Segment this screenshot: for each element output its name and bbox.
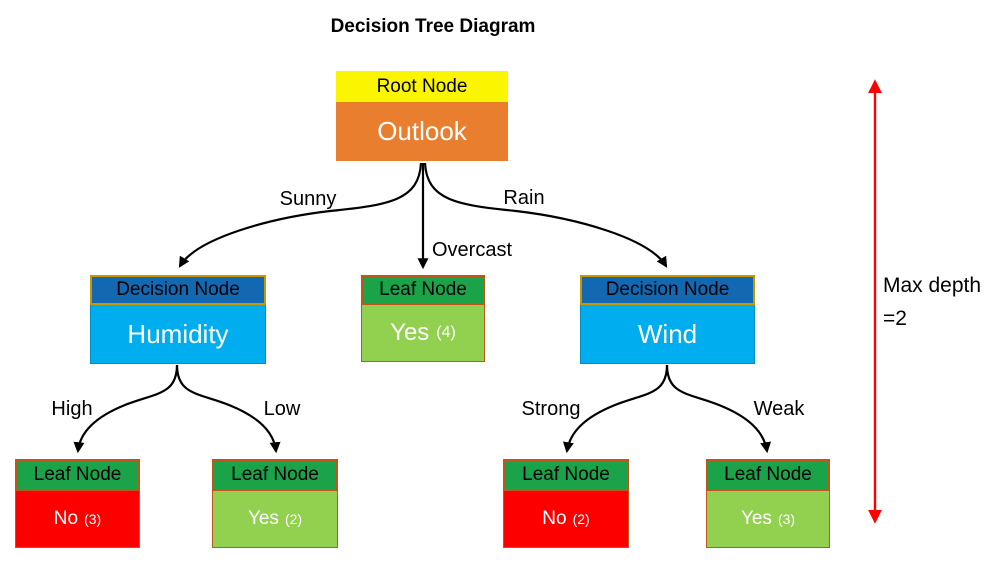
edge-label-overcast: Overcast [431, 239, 513, 261]
edge-label-rain: Rain [503, 187, 545, 209]
leaf-node-weak-header: Leaf Node [706, 459, 830, 491]
edge-label-strong: Strong [521, 398, 581, 420]
leaf-node-high: Leaf Node No (3) [15, 459, 140, 548]
leaf-value-count: (2) [284, 511, 303, 527]
edge-weak [665, 364, 772, 454]
leaf-value-count: (3) [84, 511, 102, 527]
leaf-value-count: (3) [777, 511, 796, 527]
leaf-node-strong-value: No (2) [503, 491, 629, 548]
edge-high [73, 364, 179, 454]
decision-node-humidity: Decision Node Humidity [90, 275, 266, 364]
leaf-node-low-header: Leaf Node [212, 459, 338, 491]
edge-rain [423, 162, 668, 268]
edge-strong [562, 364, 669, 454]
leaf-node-overcast: Leaf Node Yes (4) [361, 275, 485, 362]
decision-node-humidity-header: Decision Node [90, 275, 266, 305]
leaf-value-count: (4) [436, 324, 456, 341]
leaf-value-text: No [542, 508, 567, 529]
max-depth-label-line2: =2 [883, 306, 907, 330]
leaf-node-high-header: Leaf Node [15, 459, 140, 491]
leaf-node-overcast-value: Yes (4) [361, 305, 485, 362]
edge-sunny [178, 162, 423, 268]
leaf-node-low: Leaf Node Yes (2) [212, 459, 338, 548]
max-depth-label: Max depth =2 [883, 270, 999, 335]
root-node: Root Node Outlook [336, 71, 508, 161]
decision-node-wind: Decision Node Wind [580, 275, 755, 364]
root-node-header: Root Node [336, 71, 508, 102]
edge-label-low: Low [263, 398, 301, 420]
leaf-node-strong-header: Leaf Node [503, 459, 629, 491]
max-depth-label-line1: Max depth [883, 274, 982, 297]
leaf-node-weak: Leaf Node Yes (3) [706, 459, 830, 548]
edge-label-weak: Weak [753, 398, 805, 420]
leaf-node-weak-value: Yes (3) [706, 491, 830, 548]
leaf-node-high-value: No (3) [15, 491, 140, 548]
leaf-value-text: Yes [390, 319, 430, 346]
edge-label-high: High [51, 398, 93, 420]
leaf-node-strong: Leaf Node No (2) [503, 459, 629, 548]
decision-node-wind-header: Decision Node [580, 275, 755, 305]
leaf-node-low-value: Yes (2) [212, 491, 338, 548]
root-node-value: Outlook [336, 102, 508, 161]
page-title: Decision Tree Diagram [330, 16, 536, 37]
leaf-node-overcast-header: Leaf Node [361, 275, 485, 305]
leaf-value-text: No [53, 508, 79, 529]
edge-low [175, 364, 281, 454]
decision-node-humidity-value: Humidity [90, 305, 266, 364]
leaf-value-count: (2) [572, 511, 590, 527]
decision-node-wind-value: Wind [580, 305, 755, 364]
leaf-value-text: Yes [247, 508, 279, 529]
edge-label-sunny: Sunny [279, 188, 337, 210]
leaf-value-text: Yes [740, 508, 772, 529]
